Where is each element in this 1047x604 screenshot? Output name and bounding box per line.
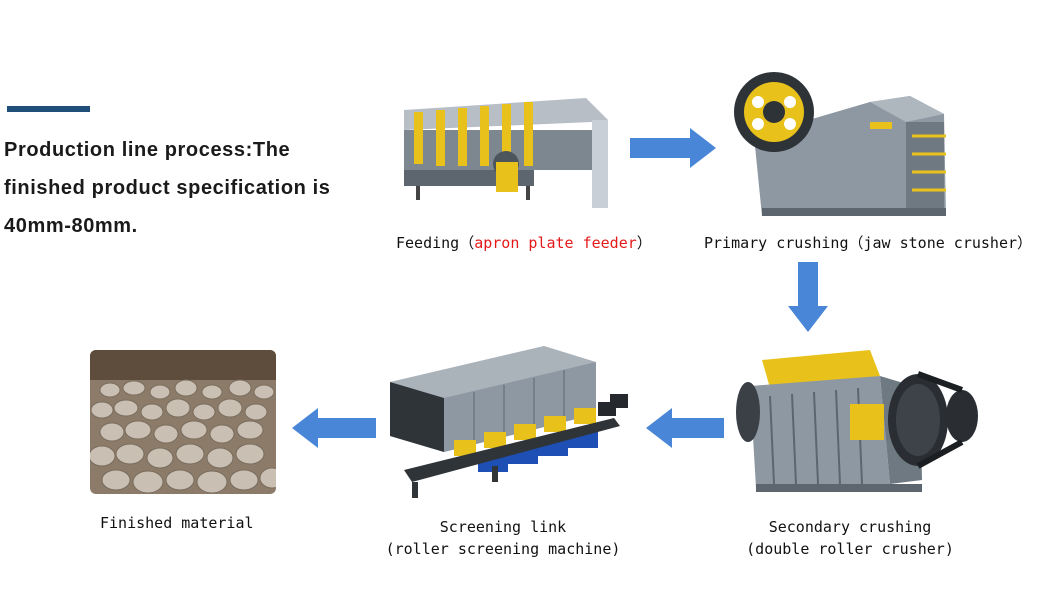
arrow-down-icon — [788, 262, 828, 332]
feeding-label: Feeding（apron plate feeder） — [396, 232, 652, 253]
secondary-crushing-label-line-2: (double roller crusher) — [746, 540, 954, 558]
intro-text: Production line process:The finished pro… — [4, 131, 364, 245]
arrow-left-icon-2 — [292, 408, 376, 448]
apron-plate-feeder-icon — [404, 98, 608, 208]
double-roller-crusher-icon — [736, 350, 978, 492]
screening-label-line-2: (roller screening machine) — [385, 540, 621, 558]
jaw-crusher-icon — [734, 72, 946, 216]
intro-line-1: Production line process:The — [4, 139, 291, 161]
screening-label: Screening link (roller screening machine… — [378, 516, 628, 560]
arrow-right-icon — [630, 128, 716, 168]
intro-line-2: finished product specification is — [4, 177, 331, 199]
finished-material-label: Finished material — [100, 514, 254, 532]
secondary-crushing-label: Secondary crushing (double roller crushe… — [740, 516, 960, 560]
intro-line-3: 40mm-80mm. — [4, 215, 138, 237]
accent-bar — [7, 106, 90, 112]
feeding-label-prefix: Feeding（ — [396, 234, 475, 252]
roller-screen-icon — [390, 346, 628, 498]
arrow-left-icon — [646, 408, 724, 448]
primary-crushing-label: Primary crushing（jaw stone crusher） — [704, 234, 1033, 252]
feeding-label-highlight: apron plate feeder — [474, 234, 637, 252]
screening-label-line-1: Screening link — [439, 518, 567, 536]
feeding-label-suffix: ） — [636, 234, 652, 252]
secondary-crushing-label-line-1: Secondary crushing — [768, 518, 932, 536]
crushed-stone-icon — [90, 350, 276, 494]
